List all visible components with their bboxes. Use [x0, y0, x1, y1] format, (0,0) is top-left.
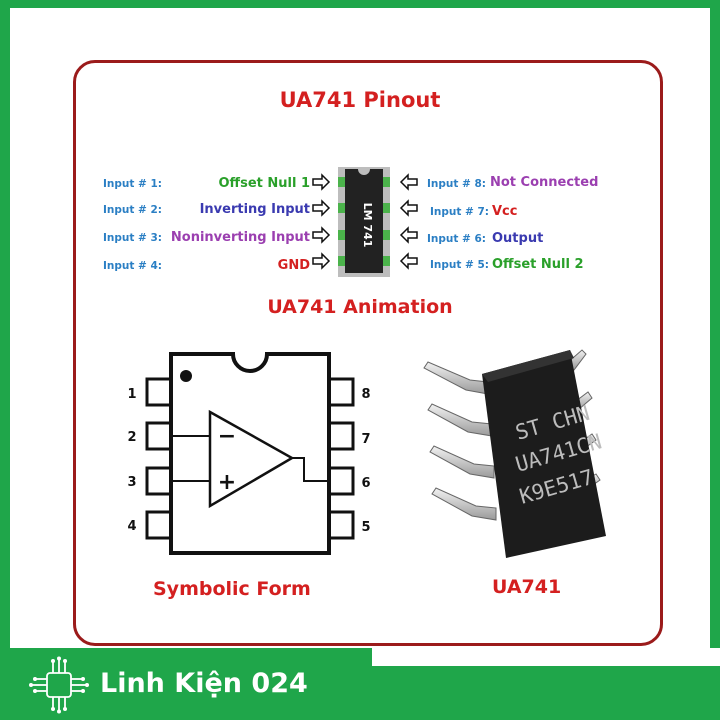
left-arrows [312, 173, 331, 270]
arrow-left-icon [399, 252, 418, 270]
pin-number-8: 8 [361, 387, 370, 402]
ua741-caption: UA741 [492, 576, 562, 598]
left-pin-name-2: Inverting Input [199, 202, 310, 217]
pin-number-1: 1 [127, 387, 136, 402]
pin-number-3: 3 [127, 475, 136, 490]
arrow-left-icon [399, 226, 418, 244]
symbolic-pin-numbers: 1 2 3 4 8 7 6 5 [127, 387, 370, 535]
opamp-plus-sign: + [218, 470, 236, 495]
opamp-wiring [171, 435, 329, 482]
right-pin-input-6: Input # 6: [427, 233, 487, 245]
pin-number-2: 2 [127, 430, 136, 445]
arrow-right-icon [312, 173, 331, 191]
footer-white-strip [372, 648, 720, 666]
left-pin-name-4: GND [277, 258, 310, 273]
package-body [482, 350, 606, 558]
mini-chip-notch [358, 169, 370, 175]
mini-chip-pins [338, 177, 390, 266]
right-pin-name-5: Offset Null 2 [492, 257, 584, 272]
brand-footer [0, 648, 372, 720]
arrow-right-icon [312, 226, 331, 244]
package-top-edge [482, 350, 574, 382]
animation-subtitle: UA741 Animation [267, 296, 453, 318]
arrow-left-icon [399, 173, 418, 191]
opamp-minus-sign: − [218, 424, 236, 449]
package-left-legs [423, 361, 497, 521]
left-pin-input-1: Input # 1: [103, 178, 163, 190]
left-pin-input-2: Input # 2: [103, 204, 163, 216]
page-title: UA741 Pinout [279, 88, 441, 112]
pin-number-5: 5 [361, 520, 370, 535]
mini-chip-body [345, 169, 383, 273]
symbolic-form-diagram: − + 1 2 3 4 8 7 6 5 [127, 352, 371, 555]
right-pin-input-5: Input # 5: [430, 259, 490, 271]
symbolic-pins [145, 377, 355, 540]
right-pin-name-8: Not Connected [490, 175, 599, 190]
left-pin-input-3: Input # 3: [103, 232, 163, 244]
left-pin-name-3: Noninverting Input [170, 230, 310, 245]
arrow-left-icon [399, 199, 418, 217]
arrow-right-icon [312, 252, 331, 270]
arrow-right-icon [312, 199, 331, 217]
right-pin-input-8: Input # 8: [427, 178, 487, 190]
mini-chip-label: LM 741 [361, 203, 374, 248]
left-pin-name-1: Offset Null 1 [218, 176, 311, 191]
circuit-chip-icon [29, 656, 89, 714]
right-arrows [399, 173, 418, 270]
mini-chip-diagram: LM 741 [312, 167, 418, 277]
right-pin-input-7: Input # 7: [430, 206, 490, 218]
pin1-marker-dot [180, 370, 192, 382]
brand-name: Linh Kiện 024 [100, 668, 308, 699]
ua741-package-illustration: ST CHN UA741CN K9E517 [423, 349, 606, 558]
pin-number-4: 4 [127, 519, 136, 534]
left-pin-input-4: Input # 4: [103, 260, 163, 272]
symbolic-form-caption: Symbolic Form [153, 578, 311, 600]
right-pin-name-6: Output [492, 231, 544, 246]
pin-number-7: 7 [361, 432, 370, 447]
opamp-triangle [208, 409, 295, 509]
pin-number-6: 6 [361, 476, 370, 491]
right-pin-name-7: Vcc [492, 204, 518, 219]
